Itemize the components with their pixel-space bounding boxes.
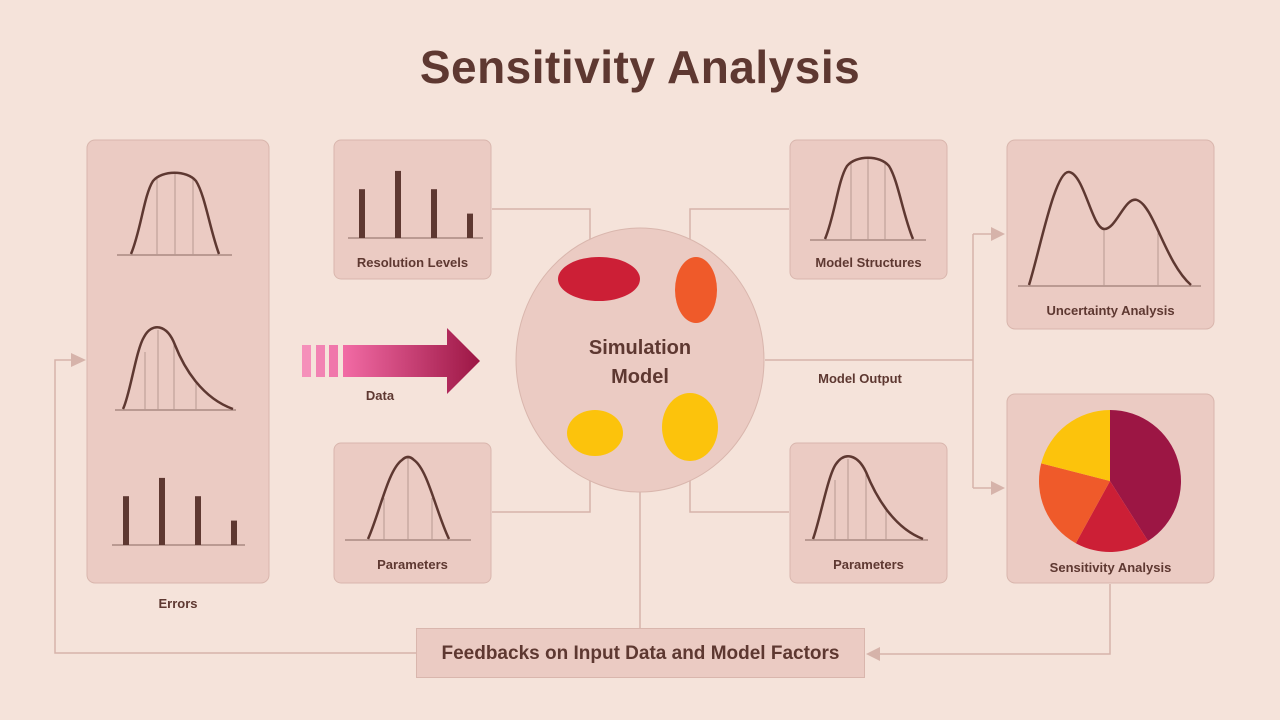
bar: [467, 213, 473, 238]
uncertainty-analysis-label: Uncertainty Analysis: [1046, 303, 1175, 318]
connector-feedback-to-errors: [54, 359, 416, 654]
pie-slice: [1041, 410, 1110, 481]
pie-slice: [1075, 481, 1149, 552]
parameters-right-label: Parameters: [833, 557, 904, 572]
page-title: Sensitivity Analysis: [419, 41, 861, 93]
arrowhead-icon: [991, 227, 1005, 241]
model-blob-crimson: [558, 257, 640, 301]
uncertainty-analysis-panel: [1006, 139, 1215, 330]
model-structures-label: Model Structures: [815, 255, 922, 270]
connector-parameters-right-to-model: [689, 468, 789, 513]
bar: [231, 520, 237, 545]
simulation-model-line-2: Model: [611, 366, 669, 388]
data-label: Data: [365, 388, 395, 403]
model-blob-orange: [675, 257, 717, 323]
bar: [123, 496, 129, 545]
resolution-levels-panel: [333, 139, 492, 280]
sensitivity-analysis-label: Sensitivity Analysis: [1049, 560, 1172, 575]
model-blob-yellow-right: [662, 393, 718, 461]
bar: [359, 189, 365, 238]
connector-lines: [54, 208, 1111, 655]
bar: [195, 496, 201, 545]
bimodal-curve-icon: [1018, 170, 1201, 287]
model-blob-yellow-left: [567, 410, 623, 456]
model-output-label: Model Output: [818, 371, 902, 386]
pie-slice: [1038, 463, 1110, 544]
feedback-box: Feedbacks on Input Data and Model Factor…: [416, 628, 865, 678]
errors-bar-chart: [112, 477, 245, 546]
parameters-left-label: Parameters: [377, 557, 448, 572]
arrowhead-icon: [866, 647, 880, 661]
connector-resolution-to-model: [492, 208, 591, 244]
arrowhead-icon: [71, 353, 86, 367]
simulation-model-line-1: Simulation: [588, 337, 692, 359]
parameters-left-panel: [333, 442, 492, 584]
skew-curve-icon: [115, 326, 236, 411]
errors-panel: [86, 139, 270, 584]
resolution-levels-label: Resolution Levels: [356, 255, 469, 270]
simulation-model-label: Simulation Model: [560, 334, 720, 392]
connector-sensitivity-to-feedback: [880, 584, 1111, 655]
bar: [395, 170, 401, 238]
errors-label: Errors: [158, 596, 198, 611]
plateau-curve-icon: [117, 171, 232, 256]
connector-parameters-to-model: [492, 468, 591, 513]
pie-slice: [1110, 410, 1182, 541]
data-arrow-icon: [302, 328, 480, 394]
sensitivity-pie-chart: [1038, 410, 1182, 552]
bell-curve-icon: [345, 455, 471, 541]
arrowhead-icon: [991, 481, 1005, 495]
resolution-bar-chart: [348, 170, 483, 239]
bar: [159, 477, 165, 545]
plateau-curve-icon: [810, 156, 926, 241]
connector-structures-to-model: [689, 208, 789, 244]
skew-curve-icon: [805, 455, 928, 541]
bar: [431, 189, 437, 238]
